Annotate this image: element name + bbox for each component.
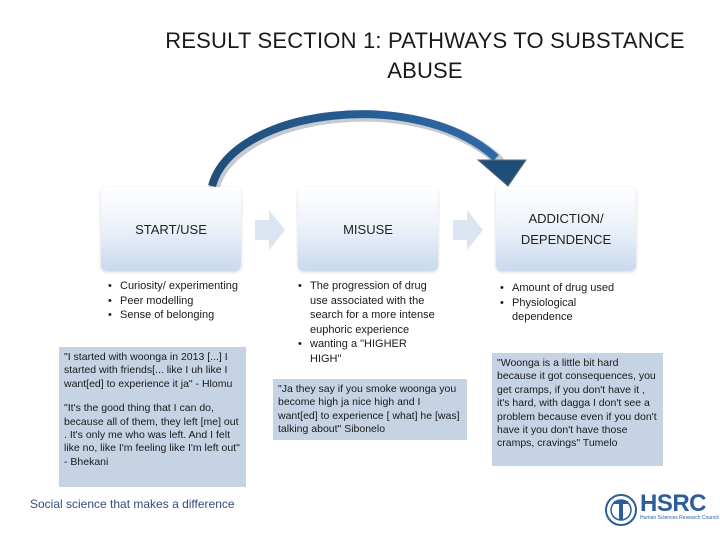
list-item-text: wanting a "HIGHER HIGH"	[310, 338, 407, 365]
list-item: Curiosity/ experimenting	[106, 279, 246, 294]
quote-box-addiction: "Woonga is a little bit hard because it …	[492, 353, 663, 466]
slide-title: RESULT SECTION 1: PATHWAYS TO SUBSTANCE …	[165, 28, 685, 83]
bullet-list-start-use: Curiosity/ experimenting Peer modelling …	[106, 279, 246, 323]
stage-label: ADDICTION/ DEPENDENCE	[520, 211, 612, 247]
list-item: Amount of drug used	[498, 281, 638, 296]
list-item: Peer modelling	[106, 294, 246, 309]
bullet-list-addiction: Amount of drug used Physiological depend…	[498, 281, 638, 325]
stage-label: MISUSE	[343, 221, 393, 237]
participant-quote: "It's the good thing that I can do, beca…	[64, 402, 240, 468]
list-item: Physiological dependence	[498, 296, 638, 325]
participant-quote: "I started with woonga in 2013 [...] I s…	[64, 351, 233, 390]
logo-subtitle: Human Sciences Research Council	[640, 515, 719, 521]
bullet-list-misuse: The progression of drug use associated w…	[296, 279, 438, 366]
footer-tagline: Social science that makes a difference	[30, 497, 235, 511]
list-item: Sense of belonging	[106, 308, 246, 323]
list-item: wanting a "HIGHER HIGH"	[296, 337, 438, 366]
quote-box-misuse: "Ja they say if you smoke woonga you bec…	[273, 379, 467, 440]
participant-quote: "Ja they say if you smoke woonga you bec…	[278, 383, 460, 436]
stage-start-use: START/USE	[101, 187, 241, 271]
participant-quote: "Woonga is a little bit hard because it …	[497, 357, 657, 450]
logo-name: HSRC	[640, 490, 707, 517]
list-item: The progression of drug use associated w…	[296, 279, 438, 337]
stage-misuse: MISUSE	[298, 187, 438, 271]
hsrc-logo: HSRC Human Sciences Research Council	[604, 488, 719, 532]
chevron-right-icon	[453, 210, 483, 250]
stage-label: START/USE	[135, 221, 207, 237]
hsrc-emblem-icon	[605, 494, 637, 526]
quote-box-start-use: "I started with woonga in 2013 [...] I s…	[59, 347, 246, 487]
stage-addiction: ADDICTION/ DEPENDENCE	[496, 187, 636, 271]
chevron-right-icon	[255, 210, 285, 250]
